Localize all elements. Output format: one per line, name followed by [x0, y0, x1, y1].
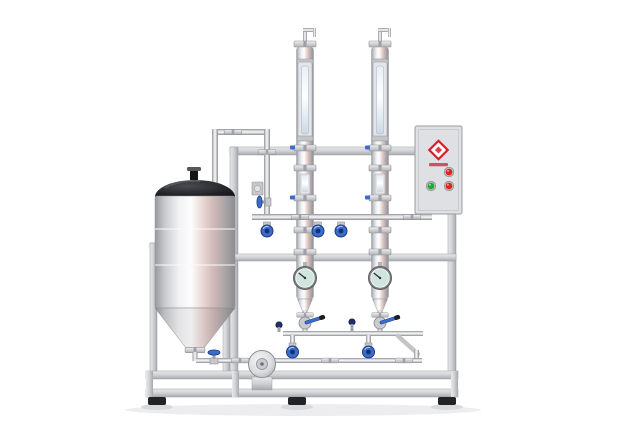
- panel-light-red-1[interactable]: [443, 166, 455, 178]
- floor-shadow: [125, 404, 481, 416]
- panel-door-seam: [418, 129, 459, 211]
- tank-outlet-stub: [192, 352, 198, 361]
- pump-pedestal: [251, 376, 273, 391]
- feed-pump: [248, 350, 276, 391]
- panel-enclosure: [414, 125, 463, 215]
- drop-valve-2: [361, 342, 376, 359]
- collector-pipe: [283, 331, 423, 336]
- membrane-column-2: [365, 28, 401, 334]
- leveling-foot: [288, 397, 306, 405]
- manifold-valve-1: [260, 221, 274, 238]
- brand-text: [429, 163, 448, 167]
- frame-mid-rail: [229, 253, 457, 262]
- tank-top-fitting: [190, 170, 198, 180]
- manifold-valve-3: [334, 221, 348, 238]
- feed-tank: [154, 167, 236, 361]
- base-top-chord: [145, 370, 459, 380]
- return-pipe-drop-to-tank: [212, 129, 218, 187]
- tank-outlet-valve: [207, 349, 221, 365]
- pump-shaft-bolt: [260, 362, 264, 366]
- mid-manifold: [252, 214, 432, 238]
- panel-light-red-2[interactable]: [443, 180, 455, 192]
- bottom-piping: [196, 318, 423, 365]
- manifold-pipe: [252, 214, 432, 220]
- tank-top-cap: [187, 167, 201, 171]
- brand-logo: [427, 139, 450, 161]
- top-piping: [212, 129, 277, 219]
- leveling-foot: [438, 397, 456, 405]
- leveling-foot: [148, 397, 166, 405]
- tank-lid: [155, 180, 235, 197]
- riser-valve: [256, 195, 272, 209]
- manifold-valve-2: [311, 221, 325, 238]
- weld-seam: [155, 264, 235, 266]
- suction-discharge-pipe: [196, 358, 422, 363]
- riser-pipe: [264, 129, 270, 219]
- control-panel: [414, 125, 463, 215]
- ground-shadows: [125, 404, 481, 416]
- drop-valve-1: [285, 342, 300, 359]
- panel-light-green[interactable]: [425, 180, 437, 192]
- base-bottom-chord: [145, 388, 459, 398]
- membrane-column-1: [290, 28, 326, 334]
- tank-shell: [154, 195, 236, 309]
- weld-seam: [155, 228, 235, 230]
